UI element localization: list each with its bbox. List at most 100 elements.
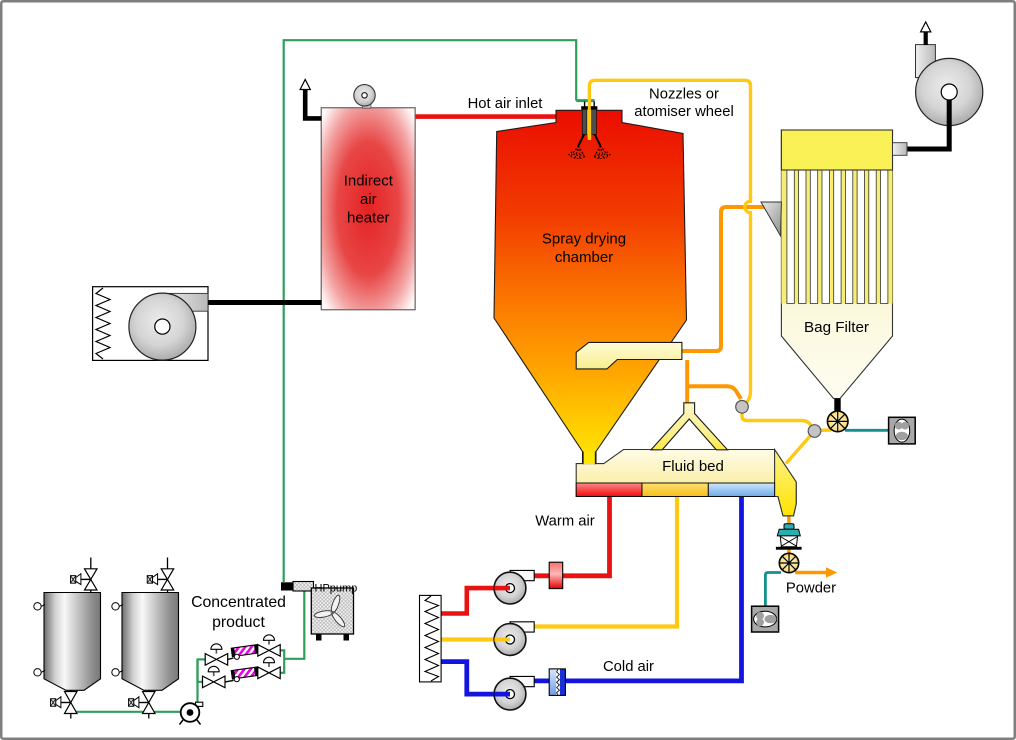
hp-pump-leg-left [316, 634, 322, 641]
part-line-97 [227, 657, 234, 661]
bagfilter-blower [887, 416, 916, 445]
powder-sifter [775, 523, 802, 550]
bag-filter-header [780, 129, 894, 171]
part-rect-14 [868, 169, 877, 304]
part-path-31 [779, 553, 799, 573]
duct-lines [208, 31, 952, 305]
part-path-116 [262, 656, 276, 664]
part-path-25 [593, 145, 601, 159]
mid-air-fan [493, 621, 535, 657]
label-chamber-2: chamber [555, 249, 613, 266]
part-path-20 [570, 151, 584, 156]
part-path-104 [262, 634, 276, 641]
part-path-117 [257, 666, 281, 680]
fines-return-line [740, 406, 816, 432]
part-path-21 [567, 153, 586, 160]
fines-line-network [587, 78, 832, 465]
label-heater-3: heater [347, 210, 390, 227]
tank2-sensor-top [111, 602, 120, 611]
part-path-29 [827, 411, 848, 432]
supply-fan-hub [154, 318, 171, 335]
part-rect-10 [821, 169, 830, 304]
warm-air-line [534, 494, 612, 579]
atomizer-feed-line [587, 78, 753, 408]
feed-tank-2 [111, 591, 180, 691]
part-ellipse-36 [895, 431, 908, 441]
part-line-109 [224, 679, 234, 683]
part-polygon-81 [55, 695, 62, 709]
part-rect-13 [856, 169, 865, 304]
atomizer-post-right [591, 106, 597, 135]
chamber-exhaust-duct [575, 341, 683, 370]
part-path-93 [178, 718, 202, 725]
label-fluid-bed: Fluid bed [662, 458, 724, 475]
part-rect-112 [254, 667, 259, 676]
part-ellipse-41 [764, 614, 777, 624]
air-radiator [418, 594, 442, 683]
hp-pump [281, 580, 355, 641]
fluid-bed-mid-section [641, 482, 709, 497]
spray-right-fan [593, 145, 611, 160]
label-hot-air-inlet: Hot air inlet [468, 96, 543, 112]
sifter-brace [779, 536, 798, 547]
tank1-body [43, 591, 102, 691]
tank1-top-valve [70, 557, 99, 593]
cold-air-filter-block [548, 668, 566, 696]
hp-pump-flange [281, 582, 294, 591]
part-circle-113 [233, 676, 240, 683]
part-path-108 [201, 675, 226, 689]
exhaust-fan-hub [940, 83, 958, 101]
duplex-filter-manifold [201, 634, 281, 689]
part-path-105 [257, 643, 281, 658]
tank1-bottom-valve [50, 690, 79, 719]
part-rect-15 [880, 169, 889, 304]
part-path-96 [204, 652, 229, 667]
fines-to-chute-line [784, 429, 816, 465]
heater-chimney-arrowhead [299, 78, 312, 91]
bagfilter-rotary-valve [826, 410, 849, 433]
part-path-24 [598, 145, 601, 160]
sifter-bowl [776, 528, 801, 537]
label-hp-pump: HPpump [315, 583, 358, 595]
label-concentrated-2: product [212, 614, 265, 631]
manifold-upper-out [279, 649, 286, 659]
label-cold-air: Cold air [603, 659, 654, 675]
part-rect-54 [556, 668, 560, 696]
exhaust-chimney-arrowhead [919, 20, 932, 33]
powder-blower [750, 605, 780, 633]
part-rect-111 [231, 670, 236, 679]
part-path-43 [423, 595, 440, 682]
powder-arrowhead [826, 567, 838, 578]
supply-fan-unit [91, 286, 209, 362]
manifold-valve-2a [201, 665, 226, 689]
part-circle-35 [901, 421, 909, 430]
part-rect-100 [254, 644, 259, 654]
feed-tank-1 [33, 591, 102, 691]
hp-pump-head [292, 580, 315, 592]
part-path-66 [70, 575, 77, 584]
spray-drying-chamber [493, 109, 688, 465]
exhaust-line-network [680, 205, 838, 578]
mid-air-line [534, 494, 680, 629]
part-rect-9 [809, 169, 819, 304]
warm-air-suction-line [441, 585, 510, 616]
diagram-labels: Hot air inlet Nozzles or atomiser wheel … [191, 87, 869, 676]
vduct-branch-line [687, 384, 743, 401]
part-circle-92 [186, 709, 194, 716]
part-rect-99 [231, 647, 236, 657]
heater-fan-hub [361, 92, 368, 99]
atomizer-cap-right [590, 106, 598, 110]
label-chamber-1: Spray drying [542, 231, 626, 248]
fines-junction-1 [735, 399, 749, 414]
cold-air-fan [493, 675, 535, 711]
part-circle-39 [756, 612, 764, 620]
tank2-bottom-valve [128, 690, 157, 719]
part-rect-11 [833, 169, 842, 304]
cold-air-lines [441, 494, 744, 697]
sifter-base [775, 546, 802, 550]
part-path-87 [128, 698, 135, 707]
supply-fan-filter-zigzag [94, 287, 112, 360]
part-path-18 [577, 145, 581, 160]
tank2-top-valve [146, 557, 175, 593]
